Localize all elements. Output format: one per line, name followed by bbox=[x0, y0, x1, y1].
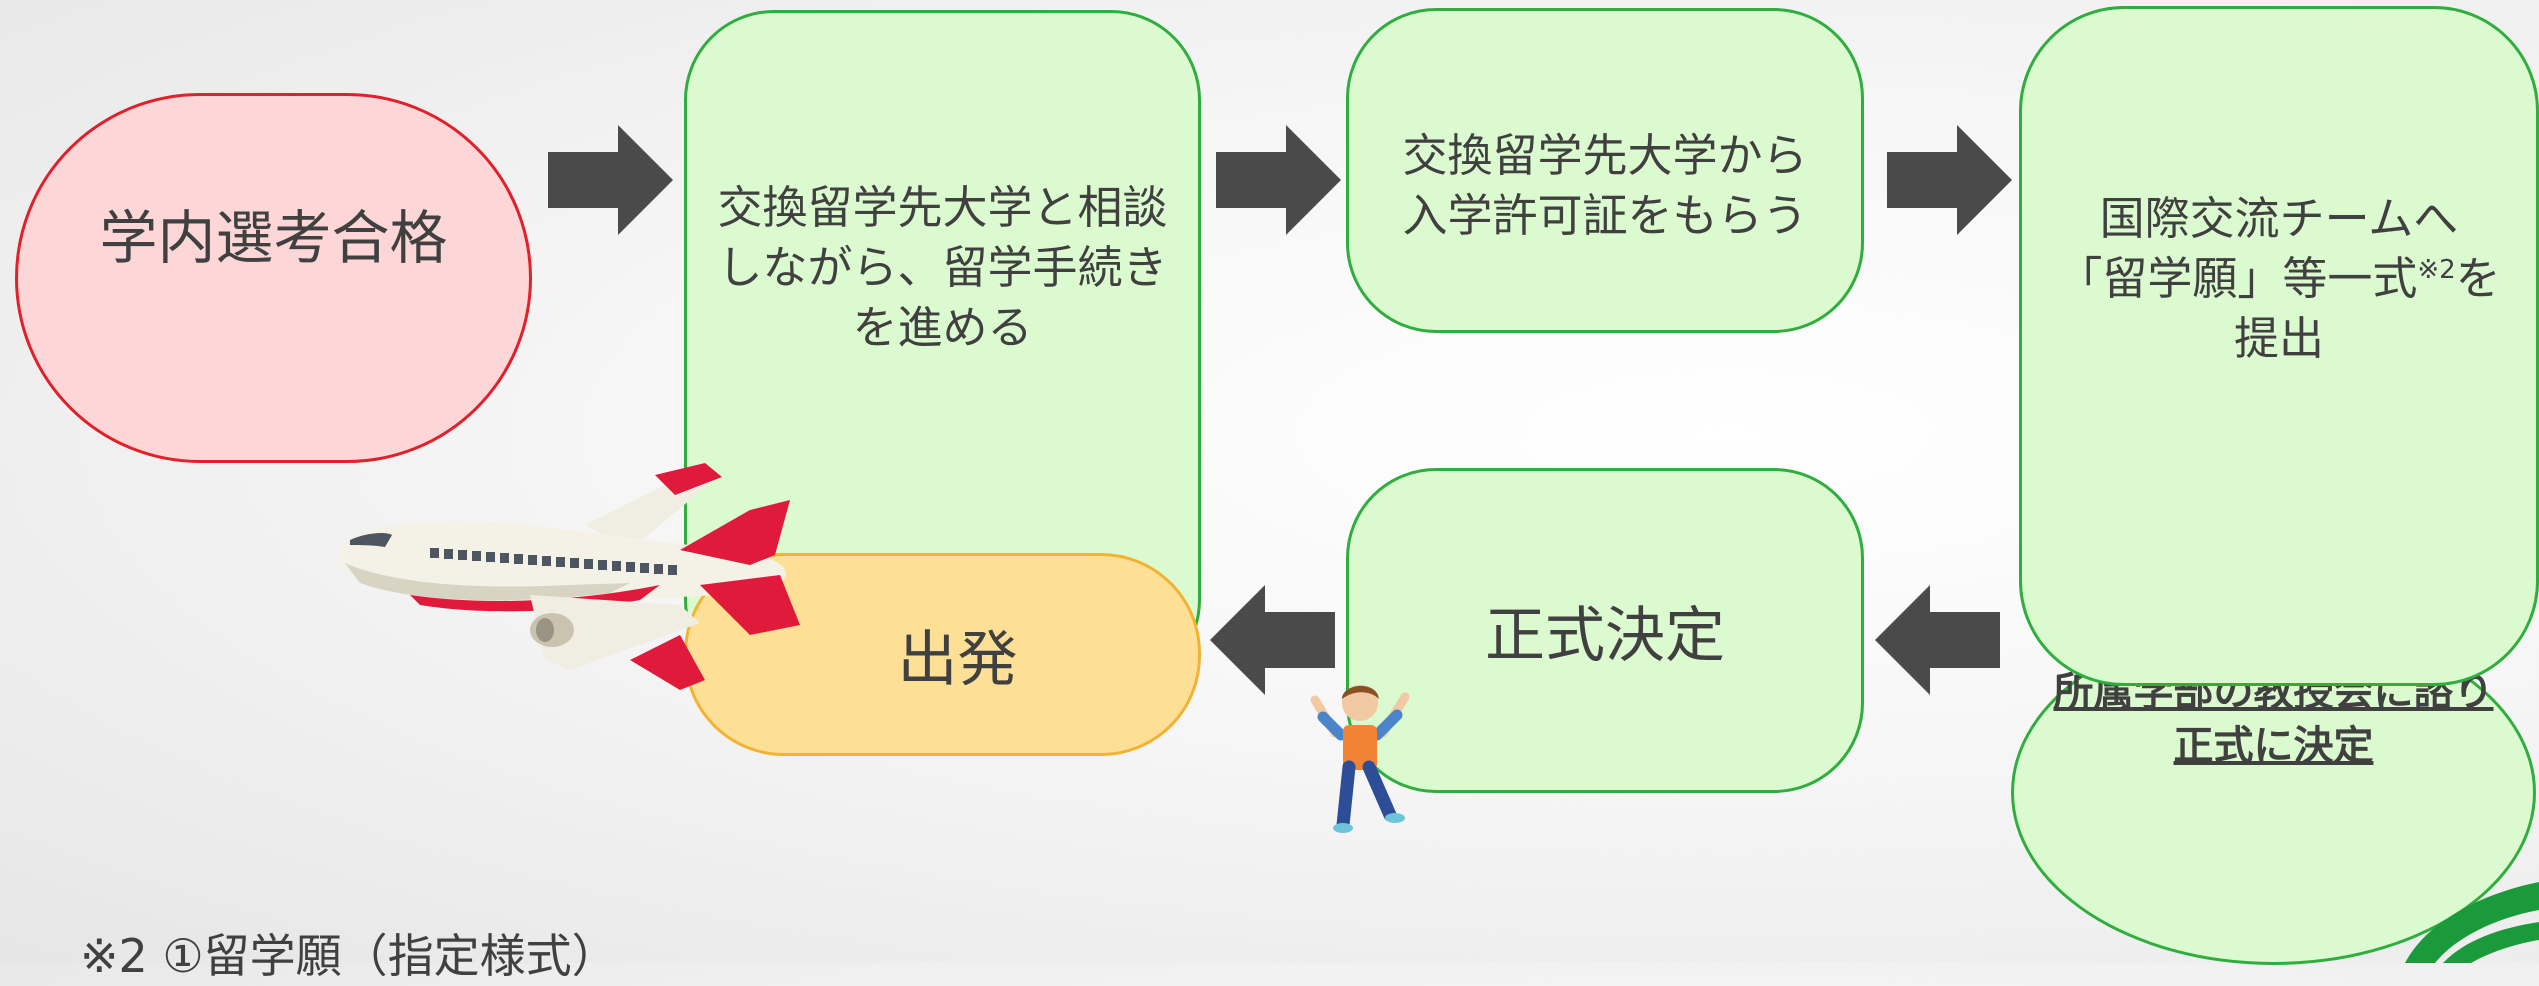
airplane-icon bbox=[340, 463, 800, 690]
step-submit-line-2: 「留学願」等一式※2を bbox=[2057, 249, 2500, 309]
step-pass: 学内選考合格 bbox=[15, 93, 532, 463]
arrow-left-icon bbox=[1210, 585, 1335, 695]
step-faculty-line-2: 正式に決定 bbox=[2173, 723, 2374, 769]
step-consult-line-3: を進める bbox=[852, 300, 1033, 354]
step-submit-footnote-ref: ※2 bbox=[2417, 254, 2456, 285]
arrow-right-icon bbox=[1216, 125, 1341, 235]
step-submit-line-2-main: 「留学願」等一式 bbox=[2057, 251, 2418, 305]
arrow-left-icon bbox=[1875, 585, 2000, 695]
step-submit-text: 国際交流チームへ 「留学願」等一式※2を 提出 bbox=[2057, 189, 2500, 369]
step-submit-line-1: 国際交流チームへ bbox=[2099, 192, 2459, 245]
step-depart-label: 出発 bbox=[897, 625, 1018, 695]
step-consult-text: 交換留学先大学と相談 しながら、留学手続き を進める bbox=[717, 178, 1167, 358]
footnote: ※2 ①留学願（指定様式） bbox=[80, 929, 618, 983]
jumping-boy-icon bbox=[1310, 685, 1410, 833]
step-permit-line-2: 入学許可証をもらう bbox=[1402, 188, 1808, 242]
step-consult-line-1: 交換留学先大学と相談 bbox=[717, 181, 1168, 234]
arrow-right-icon bbox=[1887, 125, 2012, 235]
step-consult-line-2: しながら、留学手続き bbox=[717, 240, 1168, 294]
arrow-right-icon bbox=[548, 125, 673, 235]
step-submit: 国際交流チームへ 「留学願」等一式※2を 提出 bbox=[2019, 6, 2539, 686]
step-pass-label: 学内選考合格 bbox=[99, 204, 448, 272]
step-permit: 交換留学先大学から 入学許可証をもらう bbox=[1346, 8, 1864, 333]
green-swoosh-logo bbox=[2405, 882, 2539, 963]
step-permit-line-1: 交換留学先大学から bbox=[1402, 129, 1808, 182]
step-submit-line-3: 提出 bbox=[2233, 311, 2324, 365]
step-decision: 正式決定 bbox=[1346, 468, 1864, 793]
step-permit-text: 交換留学先大学から 入学許可証をもらう bbox=[1402, 126, 1807, 246]
step-decision-label: 正式決定 bbox=[1485, 601, 1725, 671]
step-submit-line-2-end: を bbox=[2455, 251, 2501, 305]
